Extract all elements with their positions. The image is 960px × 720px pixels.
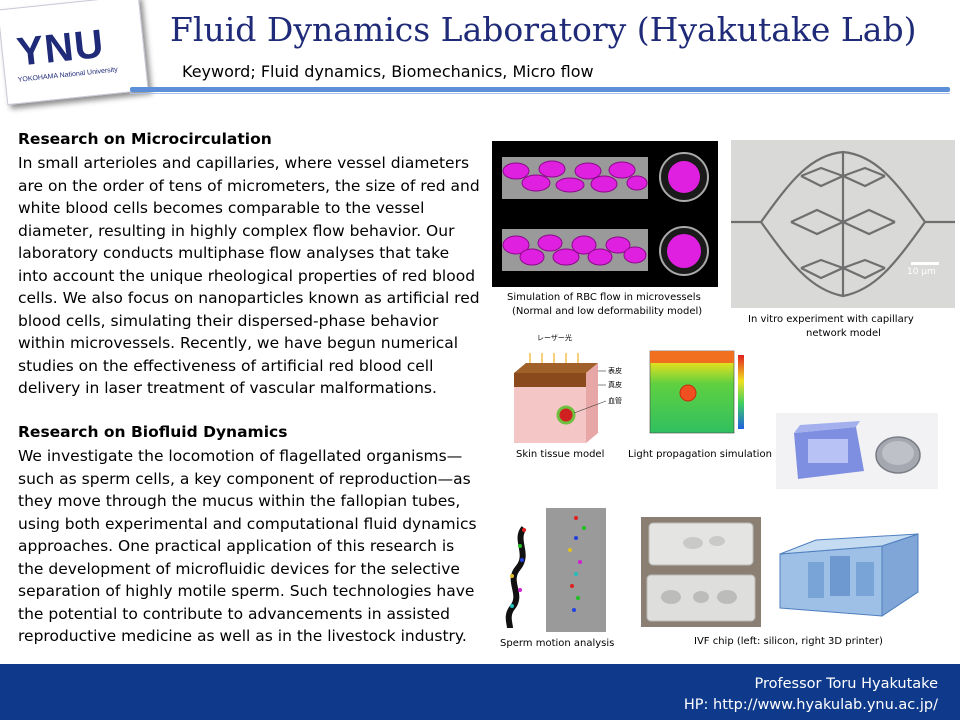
text-line: cells. We also focus on nanoparticles kn… xyxy=(18,289,480,307)
skin-label-layer-2: 真皮 xyxy=(608,381,622,389)
text-line: studies on the effectiveness of artifici… xyxy=(18,356,434,375)
section-text-biofluid: We investigate the locomotion of flagell… xyxy=(18,445,486,648)
light-caption: Light propagation simulation xyxy=(628,449,772,460)
microfluidic-chip-photo xyxy=(776,413,938,489)
text-line: such as sperm cells, a key component of … xyxy=(18,469,471,488)
professor-name: Professor Toru Hyakutake xyxy=(754,676,939,692)
sperm-caption: Sperm motion analysis xyxy=(500,638,615,649)
keywords: Keyword; Fluid dynamics, Biomechanics, M… xyxy=(182,62,594,81)
header-divider-thin xyxy=(130,93,950,94)
sperm-microscope-image xyxy=(546,508,606,632)
capillary-scale-label: 10 µm xyxy=(907,267,936,277)
skin-tissue-model-image xyxy=(514,353,607,443)
text-line: diameter, resulting in highly complex fl… xyxy=(18,221,455,240)
text-line: the development of microfluidic devices … xyxy=(18,559,460,578)
text-line: within microvessels. Recently, we have b… xyxy=(18,334,459,352)
text-line: the potential to contribute to advanceme… xyxy=(18,604,450,623)
homepage-link[interactable]: HP: http://www.hyakulab.ynu.ac.jp/ xyxy=(683,697,938,713)
sperm-track-image xyxy=(500,520,546,632)
text-line: approaches. One practical application of… xyxy=(18,537,455,555)
text-line: laboratory conducts multiphase flow anal… xyxy=(18,244,450,262)
university-logo: YNU YOKOHAMA National University xyxy=(0,0,149,106)
footer-bar xyxy=(0,664,960,720)
skin-label-layer-1: 表皮 xyxy=(608,367,622,375)
light-propagation-image xyxy=(649,350,744,434)
page-title: Fluid Dynamics Laboratory (Hyakutake Lab… xyxy=(170,10,917,49)
rbc-simulation-image xyxy=(492,141,718,287)
text-line: separation of highly motile sperm. Such … xyxy=(18,582,475,600)
rbc-caption-line-1: Simulation of RBC flow in microvessels xyxy=(507,292,701,303)
capillary-network-image xyxy=(731,140,955,308)
header-divider xyxy=(130,87,950,92)
ivf-chip-3d-printer-model xyxy=(770,518,930,620)
ivf-caption: IVF chip (left: silicon, right 3D printe… xyxy=(694,636,883,647)
skin-label-laser: レーザー光 xyxy=(537,334,572,342)
capillary-caption-line-1: In vitro experiment with capillary xyxy=(748,314,914,325)
text-line: they move through the mucus within the f… xyxy=(18,492,461,510)
logo-text: YNU xyxy=(14,21,107,75)
skin-caption: Skin tissue model xyxy=(516,449,605,460)
section-heading-microcirculation: Research on Microcirculation xyxy=(18,130,272,148)
text-line: blood cells, simulating their dispersed-… xyxy=(18,311,439,330)
text-line: are on the order of tens of micrometers,… xyxy=(18,176,480,195)
text-line: reproductive medicine as well as in the … xyxy=(18,627,467,645)
section-heading-biofluid: Research on Biofluid Dynamics xyxy=(18,423,288,441)
text-line: using both experimental and computationa… xyxy=(18,514,477,533)
text-line: We investigate the locomotion of flagell… xyxy=(18,447,463,465)
skin-label-vessel: 血管 xyxy=(608,397,622,405)
rbc-caption-line-2: (Normal and low deformability model) xyxy=(512,306,703,317)
ivf-chip-silicon-photo xyxy=(641,517,761,627)
capillary-caption-line-2: network model xyxy=(806,328,881,339)
text-line: In small arterioles and capillaries, whe… xyxy=(18,154,470,172)
text-line: white blood cells becomes comparable to … xyxy=(18,199,425,217)
text-line: delivery in laser treatment of vascular … xyxy=(18,379,437,397)
section-text-microcirculation: In small arterioles and capillaries, whe… xyxy=(18,152,486,400)
text-line: into account the unique rheological prop… xyxy=(18,266,476,285)
